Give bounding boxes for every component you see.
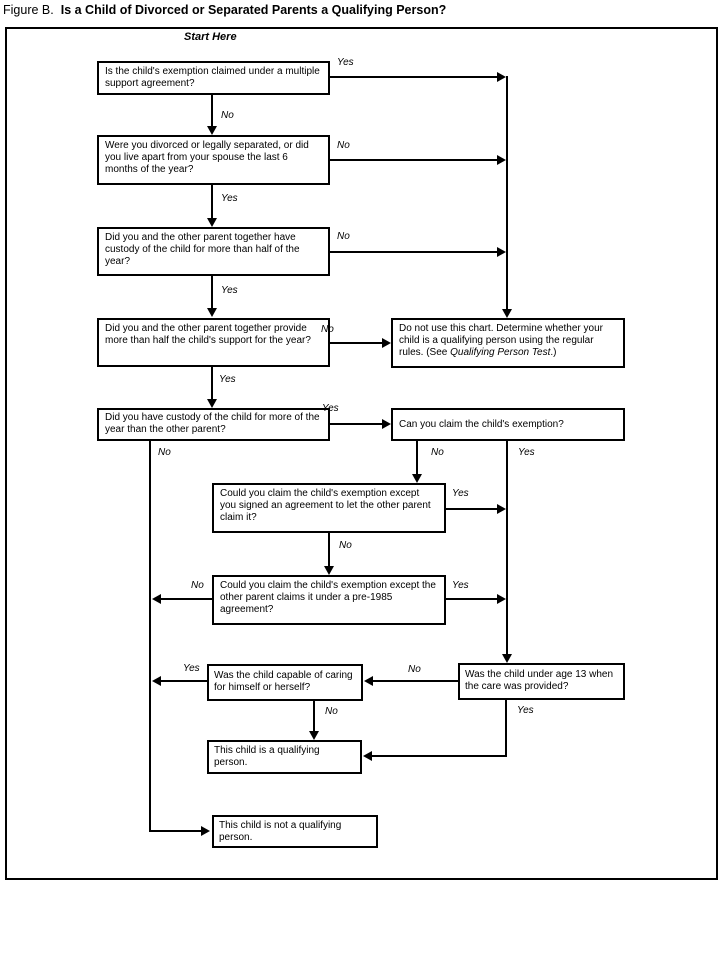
connector-q7-no [328, 533, 330, 567]
start-here-label: Start Here [184, 31, 237, 43]
arrowhead-qualifying-right [363, 751, 372, 761]
connector-left-trunk [149, 441, 151, 832]
edge-label-yes: Yes [183, 663, 200, 674]
node-do-not-use-result: Do not use this chart. Determine whether… [391, 318, 625, 368]
arrowhead-q4-yes [207, 399, 217, 408]
edge-label-yes: Yes [221, 193, 238, 204]
node-support-half-question: Did you and the other parent together pr… [97, 318, 330, 367]
connector-q8-no [157, 598, 212, 600]
connector-q5-yes [330, 423, 383, 425]
edge-label-yes: Yes [337, 57, 354, 68]
node-capable-question: Was the child capable of caring for hims… [207, 664, 363, 701]
connector-q10-yes-elbow [372, 755, 507, 757]
edge-label-no: No [321, 324, 334, 335]
figure-label: Figure B. [3, 3, 54, 17]
connector-q4-yes [211, 367, 213, 401]
node-divorced-question: Were you divorced or legally separated, … [97, 135, 330, 185]
arrowhead-q2-yes [207, 218, 217, 227]
connector-q3-yes [211, 276, 213, 310]
node-signed-agreement-question: Could you claim the child's exemption ex… [212, 483, 446, 533]
figure-title: Figure B. Is a Child of Divorced or Separ… [3, 3, 446, 17]
arrowhead-q5-yes [382, 419, 391, 429]
arrowhead-q4-no [382, 338, 391, 348]
connector-right-trunk [506, 76, 508, 310]
connector-claim-yes-trunk [506, 441, 508, 655]
node-under-13-question: Was the child under age 13 when the care… [458, 663, 625, 700]
connector-q7-yes [446, 508, 498, 510]
arrowhead-not-qualifying [201, 826, 210, 836]
do-not-use-text-end: .) [550, 347, 557, 358]
arrowhead-claim-no [412, 474, 422, 483]
edge-label-yes: Yes [452, 580, 469, 591]
connector-q1-no [211, 95, 213, 127]
edge-label-yes: Yes [452, 488, 469, 499]
do-not-use-text: Do not use this chart. Determine whether… [399, 323, 603, 358]
chart-border [5, 27, 718, 880]
arrowhead-q7-yes [497, 504, 506, 514]
edge-label-no: No [221, 110, 234, 121]
node-pre1985-question: Could you claim the child's exemption ex… [212, 575, 446, 625]
connector-q10-yes [505, 699, 507, 757]
node-multiple-support-question: Is the child's exemption claimed under a… [97, 61, 330, 95]
edge-label-yes: Yes [322, 403, 339, 414]
edge-label-no: No [339, 540, 352, 551]
do-not-use-reference: Qualifying Person Test [450, 347, 551, 358]
node-custody-together-question: Did you and the other parent together ha… [97, 227, 330, 276]
arrowhead-q3-yes [207, 308, 217, 317]
arrowhead-q8-no [152, 594, 161, 604]
arrowhead-q8-yes [497, 594, 506, 604]
arrowhead-under-13 [502, 654, 512, 663]
connector-q1-yes [330, 76, 498, 78]
arrowhead-q1-no [207, 126, 217, 135]
edge-label-yes: Yes [518, 447, 535, 458]
node-custody-more-question: Did you have custody of the child for mo… [97, 408, 330, 441]
connector-not-qualifying [149, 830, 203, 832]
edge-label-yes: Yes [221, 285, 238, 296]
connector-q4-no [330, 342, 383, 344]
arrowhead-q9-yes [152, 676, 161, 686]
edge-label-no: No [431, 447, 444, 458]
node-not-qualifying-result: This child is not a qualifying person. [212, 815, 378, 848]
node-qualifying-result: This child is a qualifying person. [207, 740, 362, 774]
connector-q3-no [330, 251, 498, 253]
connector-q8-yes [446, 598, 498, 600]
edge-label-yes: Yes [517, 705, 534, 716]
arrowhead-q3-no [497, 247, 506, 257]
arrowhead-q9-no [309, 731, 319, 740]
edge-label-no: No [158, 447, 171, 458]
connector-q10-no [373, 680, 458, 682]
edge-label-no: No [191, 580, 204, 591]
node-claim-exemption-question: Can you claim the child's exemption? [391, 408, 625, 441]
edge-label-no: No [325, 706, 338, 717]
arrowhead-q10-no [364, 676, 373, 686]
arrowhead-q2-no [497, 155, 506, 165]
connector-claim-no [416, 441, 418, 475]
connector-q9-no [313, 700, 315, 732]
edge-label-no: No [337, 140, 350, 151]
edge-label-no: No [408, 664, 421, 675]
connector-q2-yes [211, 185, 213, 219]
arrowhead-q1-yes [497, 72, 506, 82]
arrowhead-do-not-use [502, 309, 512, 318]
edge-label-yes: Yes [219, 374, 236, 385]
edge-label-no: No [337, 231, 350, 242]
connector-q2-no [330, 159, 498, 161]
figure-title-text: Is a Child of Divorced or Separated Pare… [60, 3, 447, 17]
arrowhead-q7-no [324, 566, 334, 575]
connector-q9-yes [157, 680, 207, 682]
